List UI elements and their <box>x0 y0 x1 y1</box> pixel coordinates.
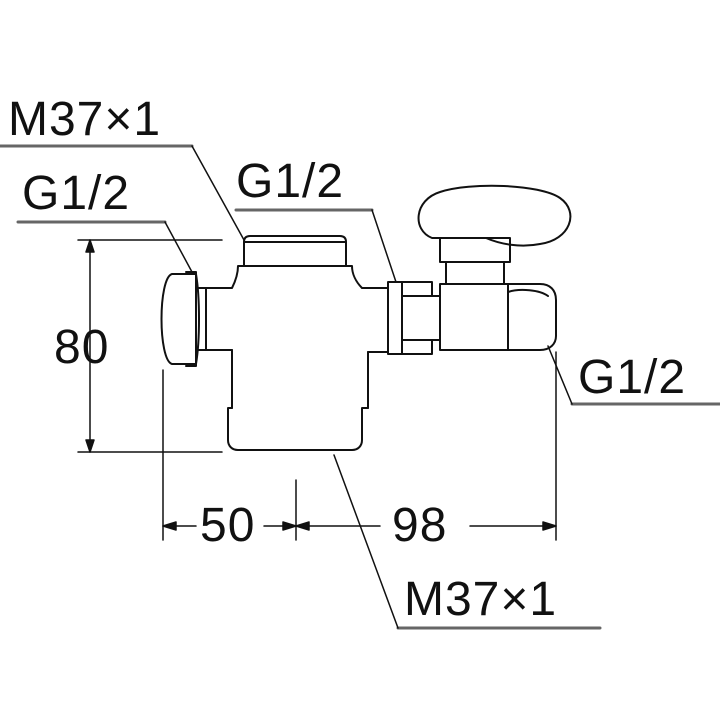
label-top-middle-inlet: G1/2 <box>236 155 345 208</box>
dimension-height <box>77 239 223 453</box>
leader-lines <box>164 145 573 629</box>
dimension-height-value: 80 <box>54 321 110 374</box>
label-top-left-thread: M37×1 <box>8 93 162 146</box>
right-connector <box>387 281 441 355</box>
dimension-width-left-value: 50 <box>200 499 256 552</box>
top-cap <box>243 235 347 267</box>
label-right-outlet: G1/2 <box>578 351 687 404</box>
dimension-width-right-value: 98 <box>392 499 448 552</box>
handle-knob <box>417 184 572 247</box>
valve-stem <box>439 237 511 285</box>
main-body <box>205 265 389 451</box>
leader-underlines <box>0 144 720 630</box>
dimension-width <box>162 351 557 541</box>
left-cap-nut <box>160 271 207 367</box>
label-left-inlet: G1/2 <box>22 167 131 220</box>
label-bottom-thread: M37×1 <box>404 573 558 626</box>
valve-body <box>439 283 557 351</box>
